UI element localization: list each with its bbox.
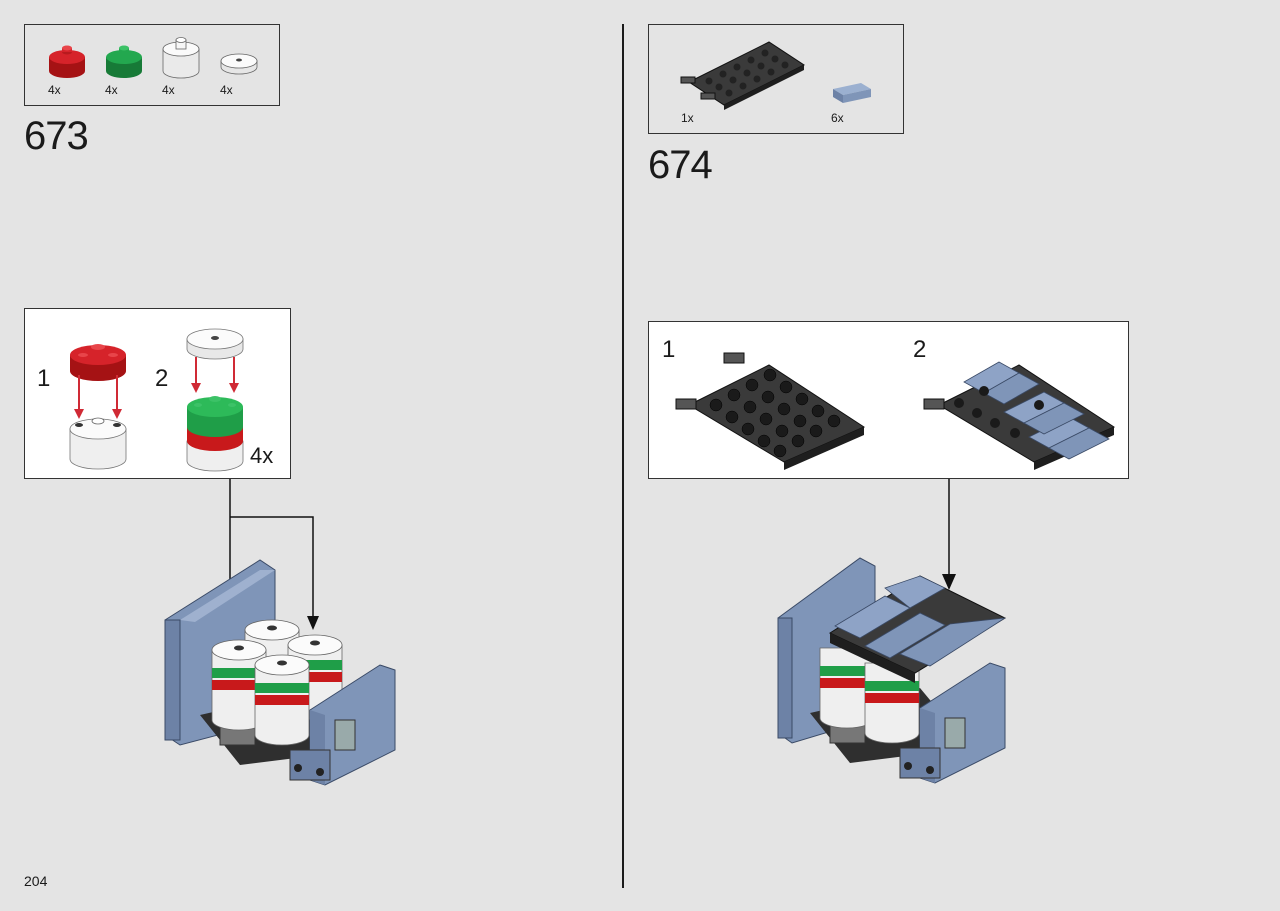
subassembly-box-674: 1 2 (648, 321, 1129, 479)
page-divider (622, 24, 624, 888)
white-round-tile-icon (220, 53, 258, 75)
part-qty-green-round-brick: 4x (105, 83, 118, 97)
substep-2-illustration (923, 361, 1116, 470)
model-illustration-673 (164, 559, 396, 786)
substep-2-illustration (186, 328, 244, 472)
subassembly-box-673: 1 2 4x (24, 308, 291, 479)
green-round-brick-icon (106, 45, 142, 78)
substep-1-illustration (69, 344, 127, 470)
column-front (254, 654, 310, 746)
substep-label-1: 1 (37, 365, 51, 392)
connector-arrow-674 (942, 479, 956, 590)
part-qty-dark-gray-plate: 1x (681, 111, 694, 125)
part-qty-red-round-brick: 4x (48, 83, 61, 97)
substep-label-2: 2 (155, 365, 169, 392)
column-left (211, 639, 267, 731)
model-illustration-674 (777, 557, 1007, 784)
page-number: 204 (24, 873, 48, 889)
white-round-brick-icon (162, 37, 200, 79)
substep-multiplier: 4x (250, 443, 274, 468)
parts-list-674: 1x 6x (648, 24, 904, 134)
substep-label-1: 1 (662, 336, 676, 363)
sand-blue-tile-icon (833, 83, 871, 103)
substep-label-2: 2 (913, 336, 927, 363)
part-qty-white-round-brick: 4x (162, 83, 175, 97)
part-qty-sand-blue-tile: 6x (831, 111, 844, 125)
substep-1-illustration (675, 352, 866, 470)
red-round-brick-icon (49, 45, 85, 78)
step-number-674: 674 (648, 143, 713, 187)
dark-gray-plate-icon (680, 41, 806, 110)
part-qty-white-round-tile: 4x (220, 83, 233, 97)
parts-list-673: 4x 4x 4x 4x (24, 24, 280, 106)
step-number-673: 673 (24, 114, 89, 158)
